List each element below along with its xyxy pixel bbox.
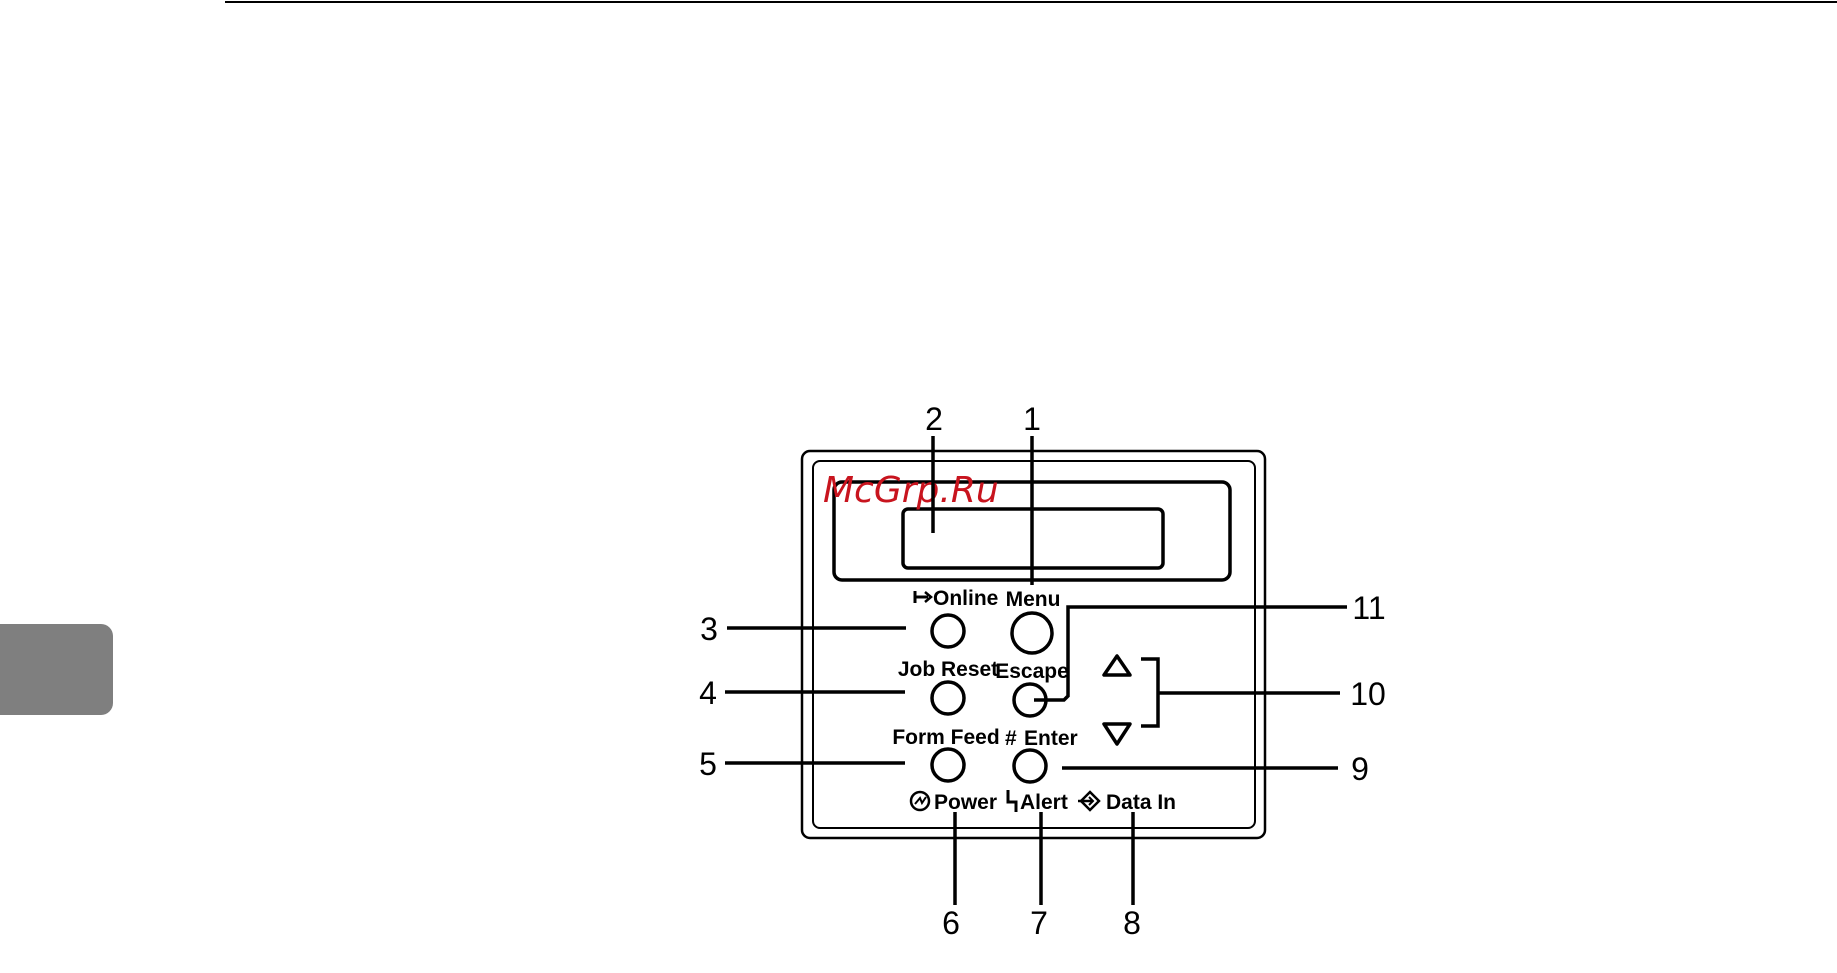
alert-label: Alert	[1020, 791, 1068, 814]
watermark: McGrp.Ru	[823, 470, 999, 511]
online-button[interactable]	[932, 615, 964, 647]
form-feed-button[interactable]	[932, 749, 964, 781]
callout-6: 6	[942, 905, 960, 941]
callout-10: 10	[1350, 676, 1386, 712]
callout-7: 7	[1030, 905, 1048, 941]
power-label: Power	[934, 791, 997, 814]
enter-button[interactable]	[1014, 750, 1046, 782]
menu-button[interactable]	[1012, 613, 1052, 653]
callout-2: 2	[925, 401, 943, 437]
data-in-label: Data In	[1106, 791, 1176, 814]
callout-9: 9	[1351, 751, 1369, 787]
callout-5: 5	[699, 746, 717, 782]
job-reset-label: Job Reset	[898, 658, 998, 681]
callout-1: 1	[1023, 401, 1041, 437]
escape-label: Escape	[995, 660, 1069, 683]
menu-label: Menu	[1006, 588, 1061, 611]
side-tab-square-edge	[0, 624, 20, 715]
form-feed-label: Form Feed	[892, 726, 999, 749]
callout-8: 8	[1123, 905, 1141, 941]
callout-11: 11	[1352, 590, 1385, 626]
callout-3: 3	[700, 611, 718, 647]
callout-4: 4	[699, 675, 717, 711]
online-label: Online	[933, 587, 998, 610]
enter-label: Enter	[1024, 727, 1078, 750]
hash-icon: #	[1005, 727, 1017, 750]
job-reset-button[interactable]	[932, 682, 964, 714]
